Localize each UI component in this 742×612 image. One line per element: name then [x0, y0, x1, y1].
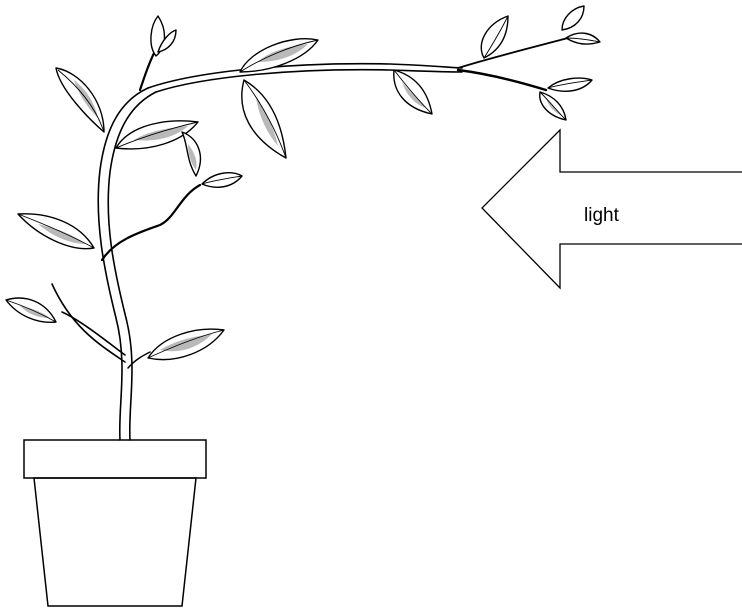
leaf-branch-small-1 — [182, 132, 200, 176]
leaf-lower-right — [148, 329, 224, 359]
pot-body — [34, 478, 196, 606]
leaf-left-mid — [18, 214, 94, 249]
leaf-tip-lower-2 — [540, 92, 566, 120]
light-arrow-label: light — [584, 205, 620, 226]
leaf-tip-upper-2 — [562, 6, 600, 44]
leaf-tip-lower-1 — [548, 78, 592, 91]
light-arrow: light — [482, 130, 742, 288]
leaf-lower-left — [6, 298, 56, 322]
lower-branch-left-2 — [52, 284, 125, 362]
leaf-hanging — [242, 80, 286, 158]
plant-stems — [52, 38, 568, 440]
mid-branch — [102, 185, 200, 260]
leaf-top-left — [56, 68, 104, 132]
leaf-branch-small-2 — [202, 173, 242, 188]
tip-stem-upper — [458, 38, 568, 68]
leaf-top-bud — [151, 16, 176, 56]
flower-pot — [24, 440, 206, 606]
tip-stem-lower — [458, 70, 546, 90]
leaf-mid-arch — [394, 70, 432, 114]
leaf-tip-upper-1 — [481, 16, 508, 58]
pot-rim — [24, 440, 206, 478]
